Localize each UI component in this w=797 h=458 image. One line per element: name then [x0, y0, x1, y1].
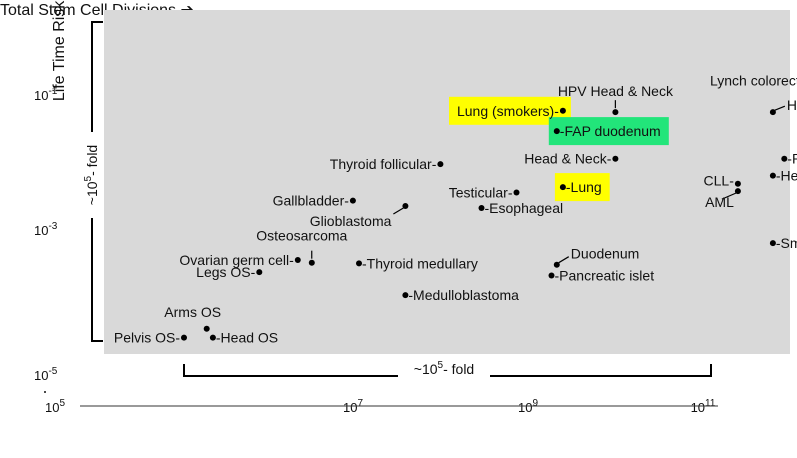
y-axis-title-text: Life Time Risk ➔ [51, 0, 69, 102]
label-pancreatic-islet: -Pancreatic islet [555, 268, 655, 284]
x-bracket-label-bg [398, 356, 490, 380]
point-esophageal [478, 205, 485, 211]
data-points [181, 107, 788, 341]
label-arms-os: Arms OS [164, 304, 221, 320]
label-cll: CLL- [704, 173, 735, 189]
point-arms-os [203, 325, 210, 332]
y-axis-dot [44, 391, 46, 393]
point-small-intestine [769, 240, 776, 247]
y-tick-label: 10-3 [34, 221, 58, 238]
label-head-neck: Head & Neck- [524, 151, 611, 167]
label-hcv-hepatocellular: HCV Hepatocellular [787, 97, 797, 113]
label-thyroid-medullary: -Thyroid medullary [362, 255, 478, 271]
leader-lines [311, 100, 786, 264]
point-head-os [209, 334, 216, 341]
point-gallbladder [349, 197, 356, 204]
point-hcv-hepatocellular [769, 109, 776, 116]
x-tick-label: 105 [45, 398, 65, 415]
point-aml [734, 188, 741, 195]
label-small-intestine: -Small intestine [776, 235, 797, 251]
point-thyroid-medullary [356, 260, 362, 267]
label-testicular: Testicular- [449, 185, 513, 201]
label-ovarian-germ-cell: Ovarian germ cell- [179, 252, 294, 268]
label-pelvis-os: Pelvis OS- [114, 330, 180, 346]
point-lung-smokers [559, 107, 566, 114]
point-cll [734, 180, 741, 187]
point-pancreatic-ductal [781, 155, 788, 162]
point-hpv-head-neck [612, 109, 619, 116]
plot-area-background [104, 10, 790, 354]
point-duodenum [553, 261, 560, 268]
label-hpv-head-neck: HPV Head & Neck [558, 83, 674, 99]
label-hepatocellular: -Hepatocellular [776, 168, 797, 184]
point-medulloblastoma [402, 292, 409, 299]
y-bracket-label-bg [80, 132, 104, 218]
point-lung [559, 184, 566, 191]
label-aml: AML [705, 194, 734, 210]
point-testicular [513, 189, 520, 196]
range-brackets: ~105- fold ~105- fold [80, 21, 712, 380]
label-fap-duodenum: -FAP duodenum [560, 123, 661, 139]
point-pelvis-os [181, 334, 187, 341]
leader-hcv-hepatocellular [774, 105, 786, 111]
point-ovarian-germ-cell [294, 257, 301, 263]
label-osteosarcoma: Osteosarcoma [256, 228, 347, 244]
label-pancreatic-ductal: -Pancreatic ductal [787, 151, 797, 167]
y-tick-label: 10-5 [34, 366, 58, 383]
point-legs-os [256, 269, 263, 276]
point-head-neck [612, 155, 619, 162]
label-head-os: -Head OS [216, 330, 278, 346]
highlight-boxes [449, 96, 669, 202]
label-medulloblastoma: -Medulloblastoma [408, 287, 519, 303]
highlight-fap-duodenum [548, 117, 669, 146]
label-thyroid-follicular: Thyroid follicular- [330, 156, 437, 172]
label-lung: -Lung [566, 179, 602, 195]
point-hepatocellular [769, 172, 776, 179]
point-osteosarcoma [308, 259, 315, 266]
point-glioblastoma [402, 203, 409, 209]
leader-glioblastoma [393, 207, 404, 215]
point-thyroid-follicular [437, 161, 444, 168]
label-legs-os: Legs OS- [196, 264, 255, 280]
leader-aml [721, 192, 737, 200]
leader-duodenum [558, 256, 570, 264]
label-gallbladder: Gallbladder- [273, 193, 350, 209]
point-fap-duodenum [553, 128, 560, 135]
label-esophageal: -Esophageal [485, 200, 564, 216]
y-bracket-label: ~105- fold [83, 145, 100, 205]
y-axis-ticks: 10-110-310-5 [34, 86, 58, 393]
label-lynch-colorectal: Lynch colorectal- [710, 72, 797, 88]
point-labels: -FAP colorectalLynch colorectal--Basal c… [114, 72, 797, 346]
label-lung-smokers: Lung (smokers)- [457, 103, 559, 119]
point-pancreatic-islet [548, 272, 555, 279]
label-glioblastoma: Glioblastoma [310, 213, 392, 229]
x-bracket-label: ~105- fold [414, 360, 474, 377]
label-duodenum: Duodenum [571, 246, 640, 262]
